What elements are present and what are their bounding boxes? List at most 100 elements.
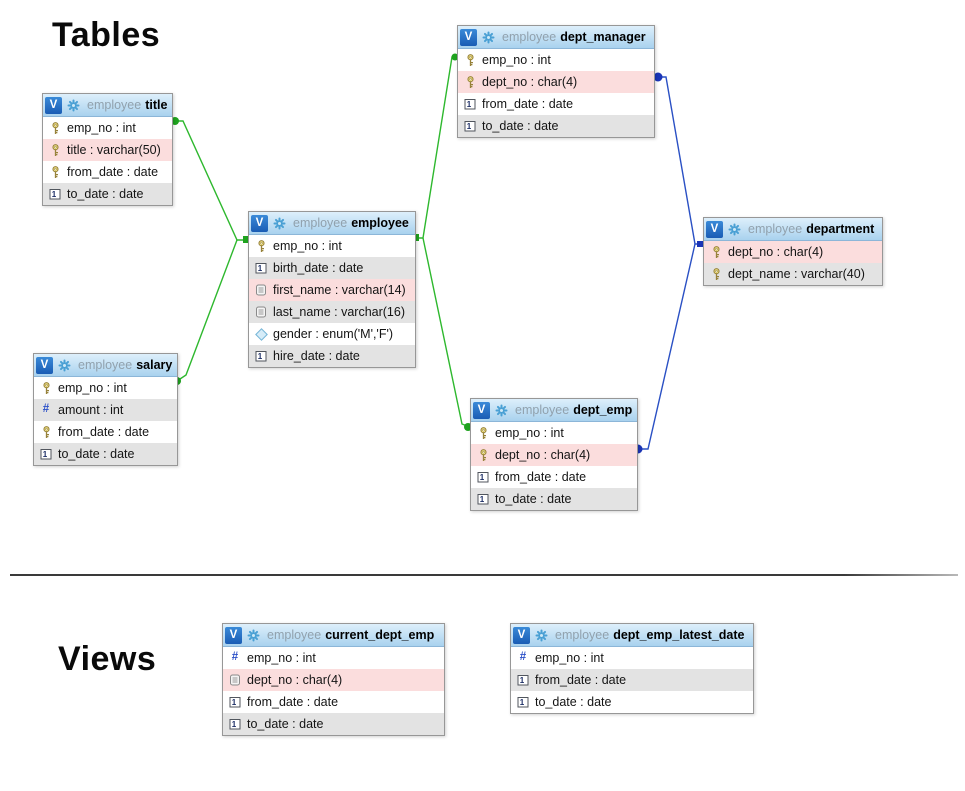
- relation-line-employee-dept-emp[interactable]: [422, 237, 471, 428]
- column-row[interactable]: 1 to_date : date: [511, 691, 753, 713]
- column-row[interactable]: # emp_no : int: [223, 647, 444, 669]
- key-icon: [476, 448, 490, 462]
- date-glyph: 1: [258, 264, 263, 273]
- relation-line-employee-dept-manager[interactable]: [415, 56, 457, 239]
- entity-header[interactable]: V employee title: [43, 94, 172, 117]
- column-label: last_name : varchar(16): [273, 305, 406, 319]
- column-label: to_date : date: [58, 447, 135, 461]
- relation-line-title-employee[interactable]: [175, 120, 248, 241]
- column-row[interactable]: # amount : int: [34, 399, 177, 421]
- entity-department[interactable]: V employee department dept_no : char(4) …: [703, 217, 883, 286]
- view-badge-icon[interactable]: V: [513, 626, 530, 644]
- date-icon: 1: [516, 674, 530, 686]
- entity-current-dept-emp[interactable]: V employee current_dept_emp # emp_no : i…: [222, 623, 445, 736]
- entity-salary[interactable]: V employee salary emp_no : int # amount …: [33, 353, 178, 466]
- column-row[interactable]: title : varchar(50): [43, 139, 172, 161]
- table-name-label: salary: [136, 358, 173, 372]
- entity-header[interactable]: V employee dept_manager: [458, 26, 654, 49]
- column-row[interactable]: emp_no : int: [471, 422, 637, 444]
- entity-header[interactable]: V employee employee: [249, 212, 415, 235]
- table-name-label: dept_manager: [560, 30, 646, 44]
- view-badge-icon[interactable]: V: [706, 220, 723, 238]
- view-badge-icon[interactable]: V: [36, 356, 53, 374]
- entity-dept-emp-latest-date[interactable]: V employee dept_emp_latest_date # emp_no…: [510, 623, 754, 714]
- entity-header[interactable]: V employee current_dept_emp: [223, 624, 444, 647]
- column-row[interactable]: dept_no : char(4): [223, 669, 444, 691]
- view-badge-icon[interactable]: V: [251, 214, 268, 232]
- entity-employee[interactable]: V employee employee emp_no : int 1 birth…: [248, 211, 416, 368]
- schema-label: employee: [267, 628, 322, 642]
- column-row[interactable]: 1 birth_date : date: [249, 257, 415, 279]
- schema-label: employee: [502, 30, 557, 44]
- date-icon: 1: [254, 350, 268, 362]
- gear-icon[interactable]: [247, 629, 260, 642]
- relation-line-dept-emp-department[interactable]: [637, 243, 696, 450]
- column-label: from_date : date: [58, 425, 150, 439]
- column-label: dept_no : char(4): [247, 673, 343, 687]
- column-row[interactable]: first_name : varchar(14): [249, 279, 415, 301]
- key-icon: [463, 75, 477, 89]
- view-badge-icon[interactable]: V: [473, 401, 490, 419]
- tables-section-heading: Tables: [52, 16, 161, 54]
- entity-header[interactable]: V employee dept_emp_latest_date: [511, 624, 753, 647]
- column-row[interactable]: 1 to_date : date: [43, 183, 172, 205]
- entity-dept-emp[interactable]: V employee dept_emp emp_no : int dept_no…: [470, 398, 638, 511]
- column-row[interactable]: gender : enum('M','F'): [249, 323, 415, 345]
- date-glyph: 1: [232, 698, 237, 707]
- entity-header[interactable]: V employee department: [704, 218, 882, 241]
- column-row[interactable]: emp_no : int: [34, 377, 177, 399]
- gear-icon[interactable]: [728, 223, 741, 236]
- column-row[interactable]: 1 hire_date : date: [249, 345, 415, 367]
- column-label: from_date : date: [482, 97, 574, 111]
- column-label: emp_no : int: [67, 121, 136, 135]
- relation-endpoint-dot: [653, 72, 663, 82]
- column-row[interactable]: 1 from_date : date: [511, 669, 753, 691]
- column-row[interactable]: from_date : date: [34, 421, 177, 443]
- entity-header[interactable]: V employee dept_emp: [471, 399, 637, 422]
- relation-endpoint-dot: [451, 53, 459, 61]
- view-badge-icon[interactable]: V: [225, 626, 242, 644]
- table-name-label: department: [806, 222, 875, 236]
- key-icon: [39, 425, 53, 439]
- date-icon: 1: [39, 448, 53, 460]
- date-icon: 1: [476, 493, 490, 505]
- column-row[interactable]: 1 to_date : date: [223, 713, 444, 735]
- gear-icon[interactable]: [482, 31, 495, 44]
- column-row[interactable]: dept_no : char(4): [471, 444, 637, 466]
- column-row[interactable]: 1 from_date : date: [458, 93, 654, 115]
- date-glyph: 1: [467, 100, 472, 109]
- view-badge-icon[interactable]: V: [460, 28, 477, 46]
- column-row[interactable]: 1 to_date : date: [471, 488, 637, 510]
- view-badge-icon[interactable]: V: [45, 96, 62, 114]
- date-glyph: 1: [258, 352, 263, 361]
- gear-icon[interactable]: [58, 359, 71, 372]
- column-row[interactable]: emp_no : int: [458, 49, 654, 71]
- numeric-icon: #: [39, 404, 53, 416]
- key-icon: [463, 53, 477, 67]
- entity-header[interactable]: V employee salary: [34, 354, 177, 377]
- column-row[interactable]: last_name : varchar(16): [249, 301, 415, 323]
- gear-icon[interactable]: [535, 629, 548, 642]
- relation-line-dept-manager-department[interactable]: [658, 76, 703, 245]
- date-glyph: 1: [52, 190, 57, 199]
- number-glyph: #: [42, 403, 50, 416]
- column-row[interactable]: dept_no : char(4): [458, 71, 654, 93]
- gear-icon[interactable]: [67, 99, 80, 112]
- column-row[interactable]: # emp_no : int: [511, 647, 753, 669]
- column-row[interactable]: dept_no : char(4): [704, 241, 882, 263]
- gear-icon[interactable]: [273, 217, 286, 230]
- column-row[interactable]: 1 from_date : date: [471, 466, 637, 488]
- column-row[interactable]: 1 to_date : date: [458, 115, 654, 137]
- entity-dept-manager[interactable]: V employee dept_manager emp_no : int dep…: [457, 25, 655, 138]
- entity-title[interactable]: V employee title emp_no : int title : va…: [42, 93, 173, 206]
- column-row[interactable]: emp_no : int: [43, 117, 172, 139]
- key-icon: [709, 267, 723, 281]
- relation-line-salary-employee[interactable]: [176, 239, 238, 382]
- column-row[interactable]: 1 to_date : date: [34, 443, 177, 465]
- gear-icon[interactable]: [495, 404, 508, 417]
- column-row[interactable]: from_date : date: [43, 161, 172, 183]
- column-row[interactable]: dept_name : varchar(40): [704, 263, 882, 285]
- column-row[interactable]: emp_no : int: [249, 235, 415, 257]
- relation-endpoint-square: [243, 236, 250, 243]
- column-row[interactable]: 1 from_date : date: [223, 691, 444, 713]
